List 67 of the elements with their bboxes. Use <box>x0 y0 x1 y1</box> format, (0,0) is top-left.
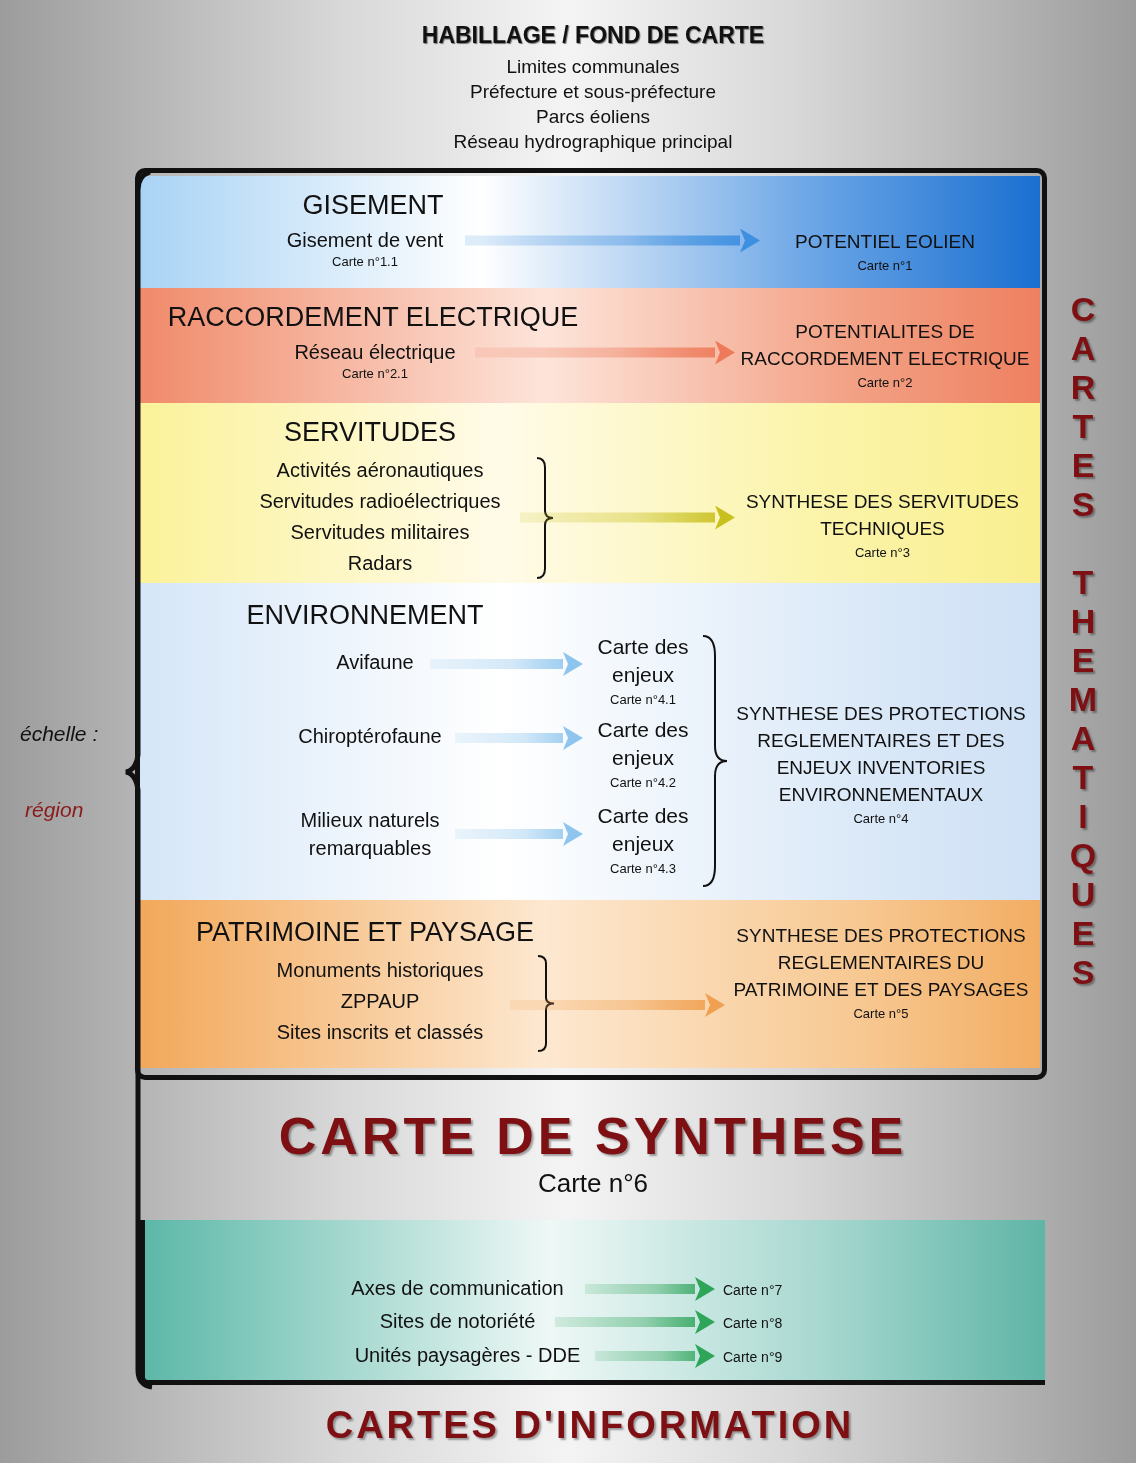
band-heading: ENVIRONNEMENT <box>245 599 485 632</box>
map-number: Carte n°7 <box>715 1278 805 1302</box>
band-heading: CARTES D'INFORMATION <box>324 1403 856 1448</box>
scale-label: échelle : <box>20 722 99 746</box>
map-number: Carte n°4.2 <box>609 774 677 792</box>
synthesis-title: SYNTHESE DES PROTECTIONS REGLEMENTAIRES ET DES ENJEUX INVENTORIES ENVIRONNEMENTAUX <box>735 702 1027 807</box>
map-number: Carte n°5 <box>852 1005 910 1023</box>
map-title: Carte des enjeux <box>596 717 690 771</box>
category-band <box>140 900 1040 1068</box>
category-band <box>140 176 1040 288</box>
map-number: Carte n°9 <box>715 1345 805 1369</box>
arrow <box>465 228 760 253</box>
map-number: Carte n°4.1 <box>609 691 677 709</box>
arrow <box>585 1277 715 1301</box>
synthesis-title: SYNTHESE DES SERVITUDES TECHNIQUES <box>744 490 1021 541</box>
layer-label: Préfecture et sous-préfecture <box>468 81 718 103</box>
item-label: Monuments historiques <box>275 958 485 983</box>
item-label: Servitudes radioélectriques <box>258 489 502 514</box>
item-label: Sites inscrits et classés <box>275 1020 485 1045</box>
category-band <box>140 403 1040 583</box>
frame-heading: CARTES THEMATIQUES <box>1063 290 1103 992</box>
band-heading: PATRIMOINE ET PAYSAGE <box>194 916 536 949</box>
item-label: ZPPAUP <box>339 989 421 1014</box>
map-title: Carte des enjeux <box>596 803 690 857</box>
arrow <box>595 1344 715 1368</box>
band-heading: SERVITUDES <box>282 416 457 449</box>
synthesis-title: SYNTHESE DES PROTECTIONS REGLEMENTAIRES DU PATRIMOINE ET DES PAYSAGES <box>732 924 1030 1002</box>
band-heading: RACCORDEMENT ELECTRIQUE <box>166 301 580 334</box>
map-number: Carte n°2.1 <box>341 365 409 383</box>
synthesis-heading: CARTE DE SYNTHESE <box>277 1106 909 1167</box>
item-label: Sites de notoriété <box>360 1307 555 1337</box>
arrow <box>455 822 583 846</box>
item-label: Activités aéronautiques <box>275 458 485 483</box>
layer-label: Réseau hydrographique principal <box>452 131 734 153</box>
item-label: Réseau électrique <box>293 340 457 365</box>
map-number: Carte n°2 <box>856 374 914 392</box>
category-band <box>140 583 1040 900</box>
item-label: Unités paysagères - DDE <box>340 1341 595 1371</box>
item-label: Chiroptérofaune <box>285 722 455 754</box>
arrow <box>555 1310 715 1334</box>
map-number: Carte n°8 <box>715 1311 805 1335</box>
layer-label: Parcs éoliens <box>534 106 652 128</box>
item-label: Axes de communication <box>330 1274 585 1304</box>
map-number: Carte n°1.1 <box>331 253 399 271</box>
map-number: Carte n°4.3 <box>609 860 677 878</box>
scale-value: région <box>25 798 84 822</box>
item-label: Gisement de vent <box>285 228 445 253</box>
map-title: Carte des enjeux <box>596 634 690 688</box>
map-number: Carte n°1 <box>856 257 914 275</box>
map-number: Carte n°4 <box>852 810 910 828</box>
arrow <box>510 993 725 1017</box>
item-label: Milieux naturels remarquables <box>285 806 455 862</box>
band-heading: GISEMENT <box>301 189 445 222</box>
item-label: Radars <box>346 551 414 576</box>
section-heading: HABILLAGE / FOND DE CARTE <box>420 22 766 49</box>
map-number: Carte n°6 <box>536 1168 650 1199</box>
arrow <box>520 505 735 530</box>
arrow <box>475 340 735 365</box>
arrow <box>455 726 583 750</box>
item-label: Avifaune <box>320 648 430 680</box>
arrow <box>430 652 583 676</box>
map-number: Carte n°3 <box>853 544 912 562</box>
layer-label: Limites communales <box>505 56 681 78</box>
item-label: Servitudes militaires <box>289 520 471 545</box>
category-band <box>140 288 1040 403</box>
synthesis-title: POTENTIALITES DE RACCORDEMENT ELECTRIQUE <box>739 320 1031 371</box>
synthesis-title: POTENTIEL EOLIEN <box>794 230 976 254</box>
